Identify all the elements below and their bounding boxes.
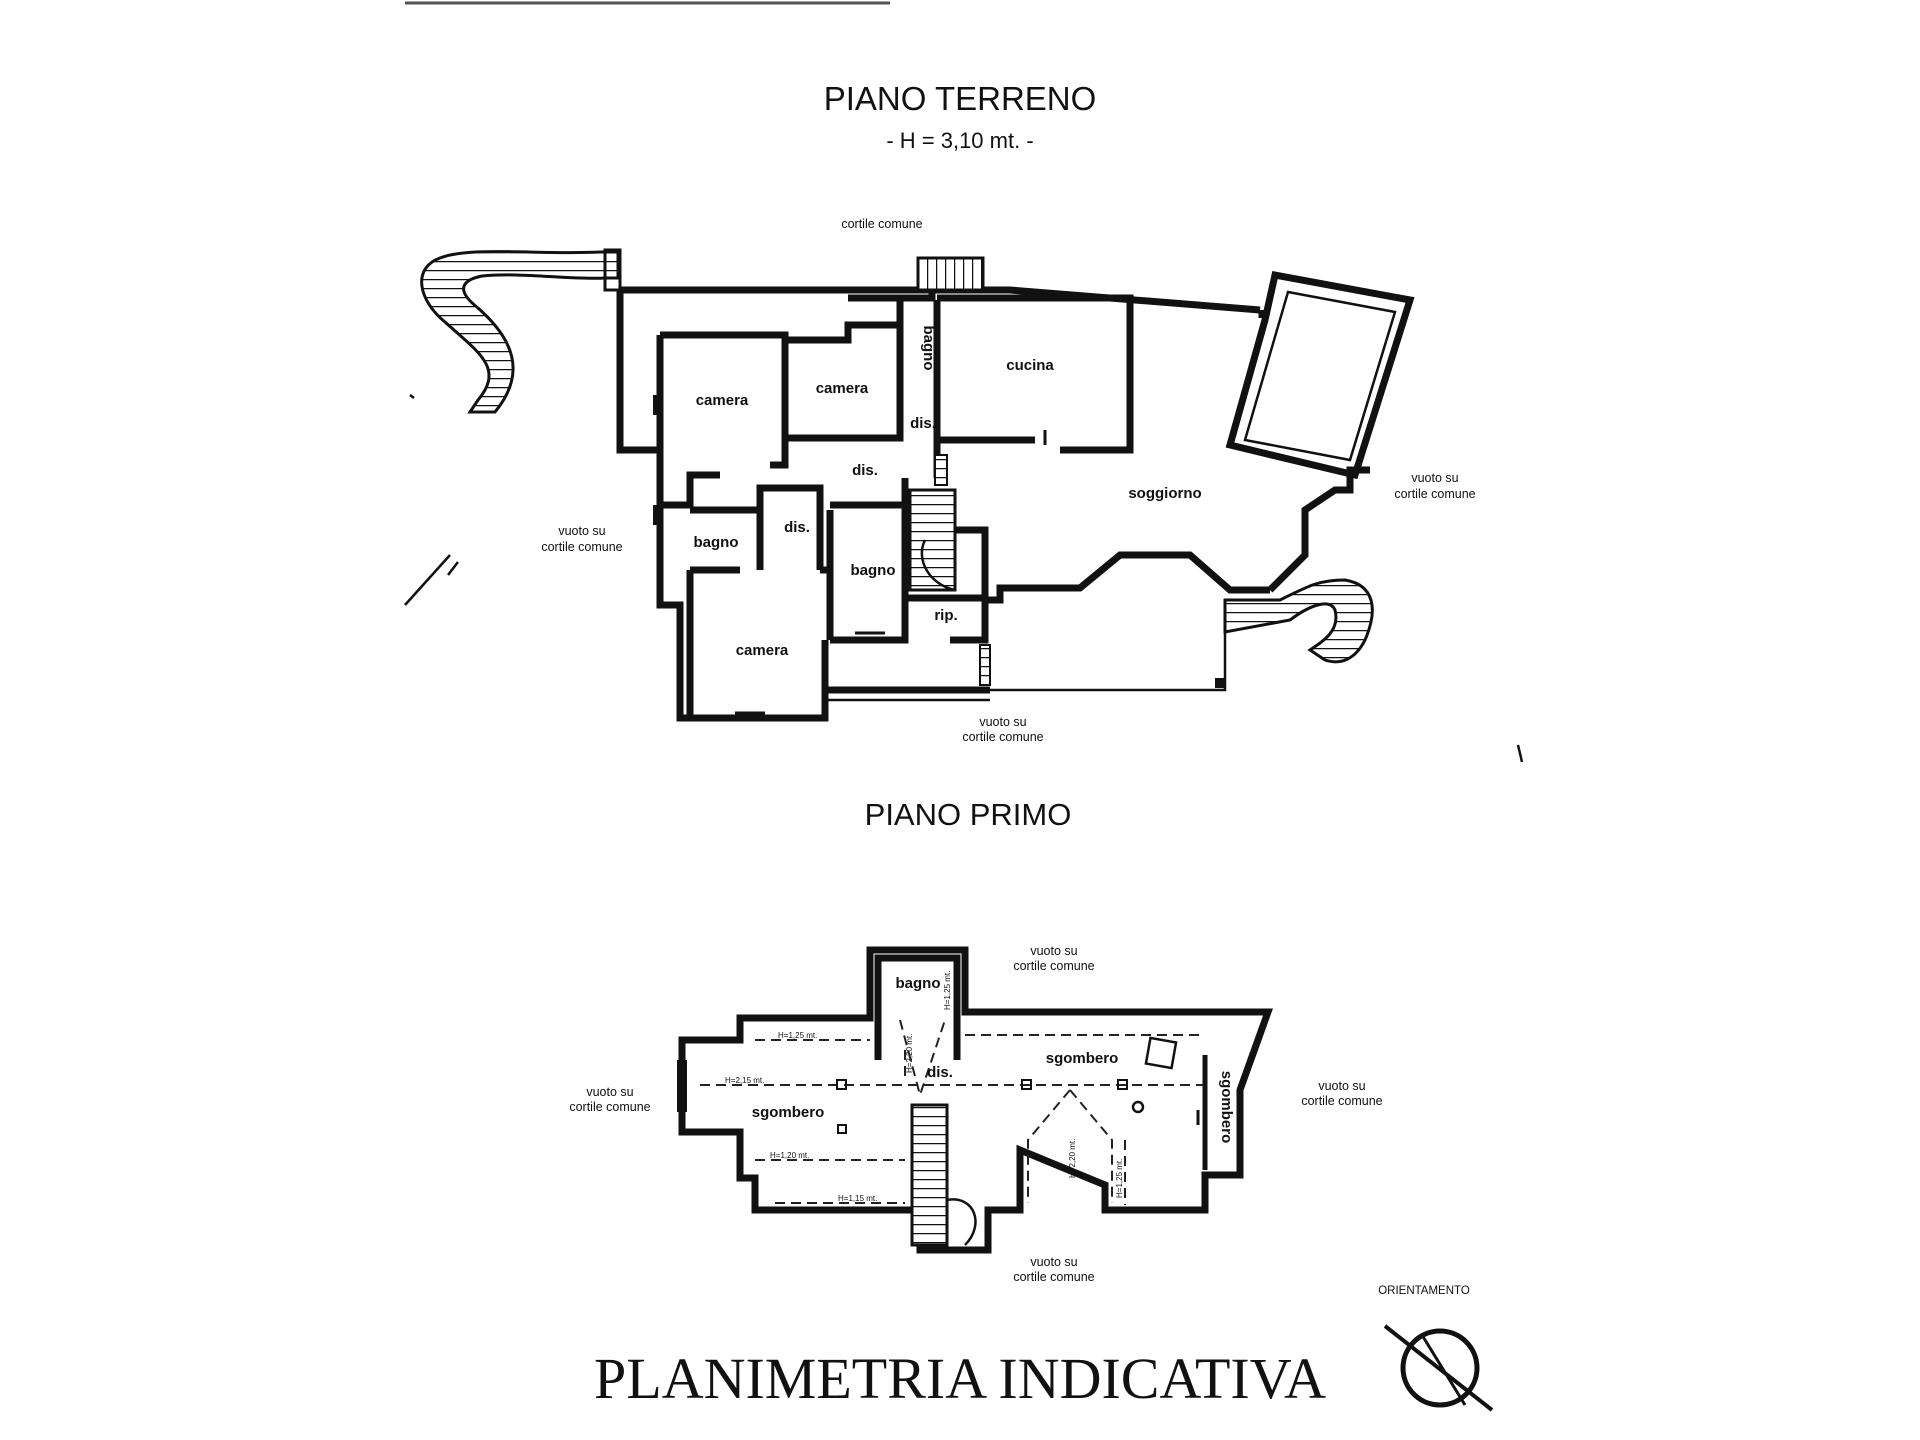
label-rip: rip. <box>934 607 957 624</box>
label-cucina: cucina <box>1006 357 1054 374</box>
wall-camera-3 <box>686 570 990 718</box>
label-camera-2: camera <box>816 380 869 397</box>
wall-terrace-south <box>825 620 1227 702</box>
central-stair-curve <box>920 539 956 592</box>
label-ff-vuoto-bottom-1: vuoto su <box>1030 1255 1077 1269</box>
roof-lines-centre <box>1027 1089 1113 1203</box>
scan-marks-left <box>404 394 459 606</box>
label-ff-dis: dis. <box>927 1064 953 1081</box>
label-ff-vuoto-left-2: cortile comune <box>569 1100 650 1114</box>
wall-north <box>620 286 1261 314</box>
wall-pool-terrace <box>1225 270 1415 480</box>
label-ff-vuoto-top-2: cortile comune <box>1013 959 1094 973</box>
label-soggiorno: soggiorno <box>1128 485 1201 502</box>
label-ff-vuoto-top-1: vuoto su <box>1030 944 1077 958</box>
wall-west <box>656 335 829 722</box>
label-vuoto-right-1: vuoto su <box>1411 471 1458 485</box>
left-stair-landing <box>603 248 622 292</box>
label-ff-h-8: H=1,25 mt. <box>1115 1159 1124 1198</box>
wall-camera-1 <box>660 331 789 509</box>
wall-camera-2 <box>785 321 904 442</box>
pillar-1 <box>1215 678 1225 688</box>
pool-inner <box>0 0 1 1</box>
scan-mark-right <box>1516 744 1524 763</box>
label-ff-bagno: bagno <box>896 975 941 992</box>
ground-floor-title: PIANO TERRENO <box>824 80 1097 117</box>
vent-circle <box>1131 1100 1145 1114</box>
label-ff-sgombero-3: sgombero <box>1218 1071 1235 1144</box>
label-dis-2: dis. <box>852 462 878 479</box>
label-ff-h-6: H=1,25 mt. <box>943 971 952 1010</box>
roof-lines-bagno <box>899 1019 946 1099</box>
first-floor-staircase <box>910 1103 949 1247</box>
label-ff-h-7: H=2,20 mt. <box>1068 1139 1077 1178</box>
ground-floor-height-note: - H = 3,10 mt. - <box>886 128 1033 153</box>
label-dis-1: dis. <box>910 415 936 432</box>
ground-floor-plan: camera camera bagno cucina dis. dis. sog… <box>0 0 1524 763</box>
footer-title: PLANIMETRIA INDICATIVA <box>594 1346 1326 1411</box>
label-ff-h-4: H=1,15 mt. <box>838 1194 877 1203</box>
small-square-2 <box>1021 1079 1032 1090</box>
label-vuoto-bottom-2: cortile comune <box>962 730 1043 744</box>
label-ff-vuoto-left-1: vuoto su <box>586 1085 633 1099</box>
orientation-label: ORIENTAMENTO <box>1378 1285 1470 1297</box>
label-camera-1: camera <box>696 392 749 409</box>
label-ff-sgombero-2: sgombero <box>752 1104 825 1121</box>
label-bagno-vertical: bagno <box>920 326 937 371</box>
pillar-2 <box>979 644 991 686</box>
label-ff-h-3: H=1,20 mt. <box>770 1151 809 1160</box>
first-floor-bagno-wall <box>874 954 961 1060</box>
compass-icon <box>1383 1324 1494 1412</box>
small-square-3 <box>1117 1079 1128 1090</box>
pool-inner-outline <box>1243 290 1397 462</box>
label-vuoto-bottom-1: vuoto su <box>979 715 1026 729</box>
label-vuoto-left-1: vuoto su <box>558 524 605 538</box>
label-ff-h-5: H=2,20 mt. <box>905 1034 914 1073</box>
central-staircase <box>908 488 957 592</box>
label-cortile-comune-top: cortile comune <box>841 217 922 231</box>
label-ff-sgombero-1: sgombero <box>1046 1050 1119 1067</box>
wall-bagno-vertical <box>896 300 941 478</box>
first-floor-stair-curve <box>946 1198 977 1246</box>
label-bagno-2: bagno <box>694 534 739 551</box>
small-square-1 <box>836 1079 847 1090</box>
label-ff-vuoto-bottom-2: cortile comune <box>1013 1270 1094 1284</box>
label-camera-3: camera <box>736 642 789 659</box>
label-vuoto-left-2: cortile comune <box>541 540 622 554</box>
label-vuoto-right-2: cortile comune <box>1394 487 1475 501</box>
skylight <box>1144 1036 1178 1070</box>
stair-top-block <box>916 256 985 292</box>
label-ff-vuoto-right-1: vuoto su <box>1318 1079 1365 1093</box>
label-ff-h-2: H=2,15 mt. <box>725 1076 764 1085</box>
label-ff-vuoto-right-2: cortile comune <box>1301 1094 1382 1108</box>
wall-soggiorno-south <box>981 530 1270 604</box>
label-ff-h-1: H=1,25 mt. <box>778 1031 817 1040</box>
label-dis-3: dis. <box>784 519 810 536</box>
label-bagno-3: bagno <box>851 562 896 579</box>
left-spiral-staircase <box>420 250 620 414</box>
wall-dis-central <box>756 488 905 640</box>
right-spiral-staircase <box>1223 578 1374 664</box>
small-square-4 <box>837 1124 847 1134</box>
wall-west-extension <box>616 290 660 454</box>
first-floor-outer-wall <box>678 946 1273 1254</box>
first-floor-title: PIANO PRIMO <box>865 797 1072 832</box>
wall-cucina <box>937 294 1134 454</box>
wall-inner-top <box>848 290 936 302</box>
wall-soggiorno-east <box>1267 466 1370 593</box>
first-floor-plan: vuoto su cortile comune bagno dis. sgomb… <box>569 944 1382 1284</box>
pillar-3 <box>934 454 948 486</box>
